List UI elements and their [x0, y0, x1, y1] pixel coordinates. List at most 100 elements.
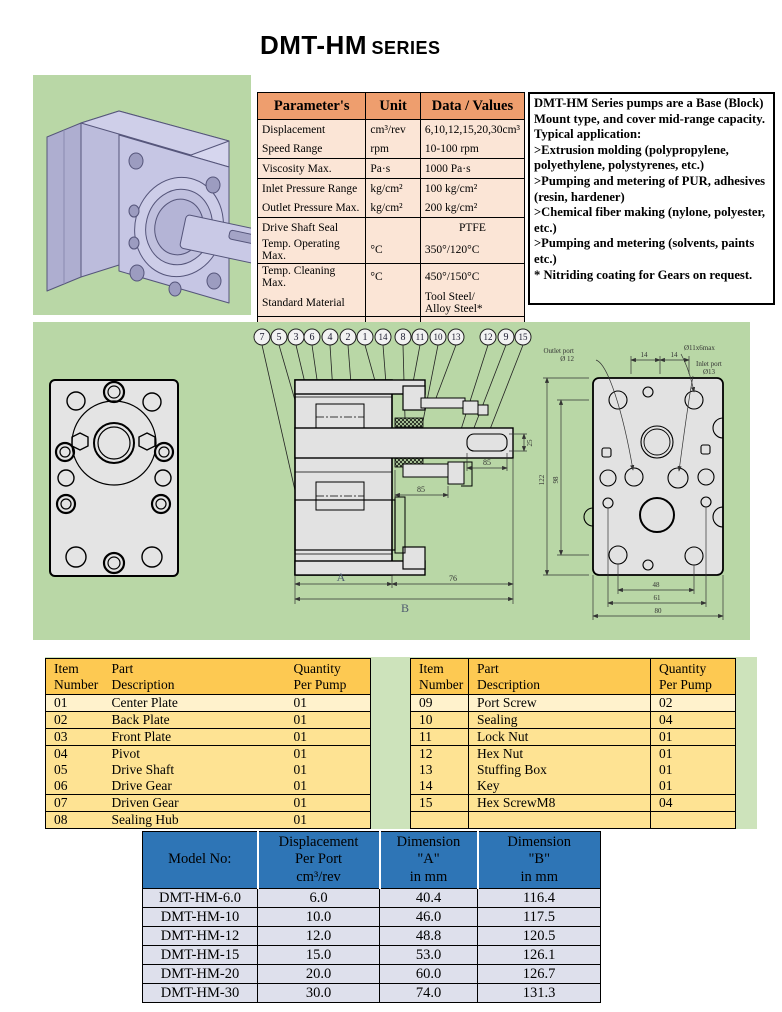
dim-85-seal: 85	[417, 485, 425, 494]
col-item-number: Item Number	[410, 658, 469, 696]
dim-98: 98	[552, 476, 560, 484]
parameters-table: Parameter's Unit Data / Values Displacem…	[256, 92, 526, 344]
description-box: DMT-HM Series pumps are a Base (Block) M…	[528, 92, 775, 305]
parts-table-left: Item Number Part Description Quantity Pe…	[45, 658, 371, 830]
callout-3: 3	[294, 332, 299, 343]
callout-13: 13	[452, 332, 462, 342]
col-dimension-b: Dimension "B" in mm	[477, 831, 601, 889]
page-title: DMT-HM SERIES	[260, 30, 440, 61]
callout-8: 8	[401, 332, 406, 343]
callout-12: 12	[484, 332, 493, 342]
hole-spec-label: Ø11x6max	[684, 344, 715, 352]
dim-14-left: 14	[641, 351, 649, 359]
callout-15: 15	[519, 332, 529, 342]
cross-section-view	[294, 379, 514, 576]
callout-5: 5	[277, 332, 282, 343]
col-part-description: Part Description	[103, 658, 286, 696]
col-item-number: Item Number	[45, 658, 104, 696]
technical-drawing: 7 5 3 6 4 2 1 14 8 11 10 13 12 9 15	[49, 328, 724, 620]
col-part-description: Part Description	[468, 658, 651, 696]
section-dimension-labels: 85 85 25 A 76 B	[337, 439, 534, 615]
callout-4: 4	[328, 332, 333, 343]
dim-B: B	[401, 601, 409, 615]
port-view	[583, 377, 724, 576]
front-view	[49, 379, 179, 577]
col-quantity: Quantity Per Pump	[285, 658, 371, 696]
callout-9: 9	[504, 332, 509, 343]
callout-10: 10	[434, 332, 444, 342]
dim-76: 76	[449, 574, 457, 583]
col-model-no: Model No:	[142, 831, 259, 889]
parts-header-row: Item Number Part Description Quantity Pe…	[410, 658, 736, 696]
outlet-port-label: Outlet port	[543, 347, 574, 355]
section-dimensions	[294, 433, 527, 604]
col-values: Data / Values	[419, 92, 526, 120]
dim-A: A	[337, 570, 346, 584]
outlet-port-dia: Ø 12	[560, 355, 574, 363]
technical-drawing-panel: 7 5 3 6 4 2 1 14 8 11 10 13 12 9 15	[33, 322, 750, 640]
callout-balloons: 7 5 3 6 4 2 1 14 8 11 10 13 12 9 15	[253, 328, 532, 509]
dim-key-dia: 25	[526, 439, 534, 447]
callout-1: 1	[363, 332, 368, 343]
callout-14: 14	[379, 332, 389, 342]
inlet-port-dia: Ø13	[703, 368, 716, 376]
callout-6: 6	[310, 332, 315, 343]
col-quantity: Quantity Per Pump	[650, 658, 736, 696]
title-suffix: SERIES	[371, 38, 441, 58]
dim-14-right: 14	[671, 351, 679, 359]
dim-48: 48	[653, 581, 661, 589]
parts-table-right: Item Number Part Description Quantity Pe…	[410, 658, 736, 830]
dim-122: 122	[538, 474, 546, 485]
title-main: DMT-HM	[260, 30, 367, 60]
model-dimensions-table: Model No: Displacement Per Port cm³/rev …	[142, 831, 601, 1003]
port-view-labels: 14 14 122 98 48 61 80 Outlet port Ø 12 Ø…	[538, 344, 722, 615]
port-view-dimensions	[543, 353, 724, 620]
callout-2: 2	[346, 332, 351, 343]
inlet-port-label: Inlet port	[696, 360, 722, 368]
col-displacement: Displacement Per Port cm³/rev	[257, 831, 381, 889]
model-header-row: Model No: Displacement Per Port cm³/rev …	[142, 831, 601, 889]
dim-80: 80	[655, 607, 663, 615]
dim-61: 61	[654, 594, 662, 602]
pump-3d-image	[46, 110, 271, 304]
callout-11: 11	[416, 332, 425, 342]
dim-85-key: 85	[483, 458, 491, 467]
callout-7: 7	[260, 332, 265, 343]
table-row-empty	[410, 811, 736, 829]
col-dimension-a: Dimension "A" in mm	[379, 831, 479, 889]
col-unit: Unit	[365, 92, 421, 120]
pump-photo-panel	[33, 75, 271, 315]
parts-header-row: Item Number Part Description Quantity Pe…	[45, 658, 371, 696]
